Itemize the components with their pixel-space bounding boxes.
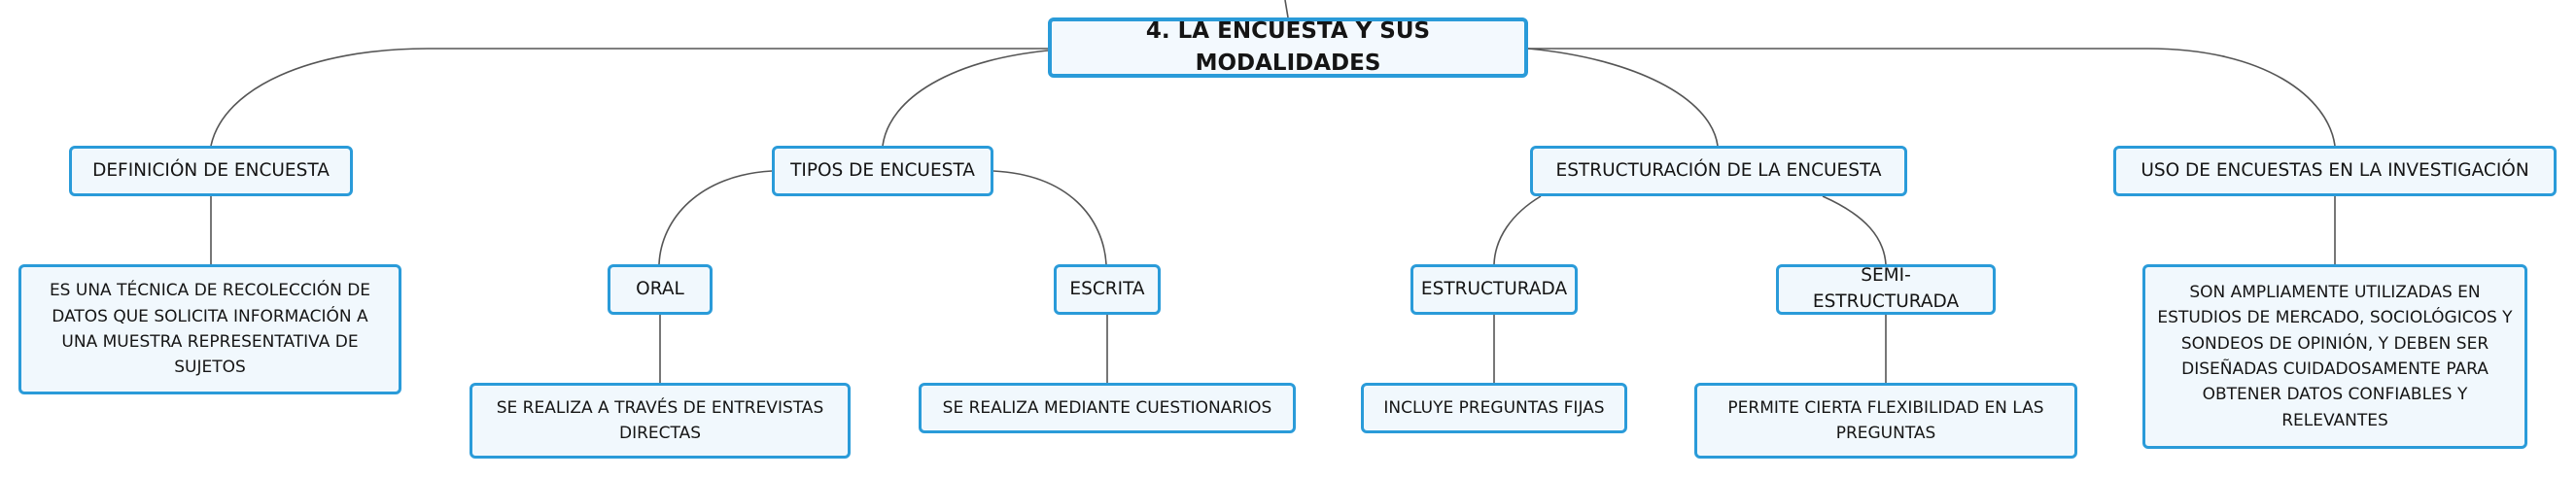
connector-root-to-parent — [1284, 0, 1289, 18]
detail-oral[interactable]: SE REALIZA A TRAVÉS DE ENTREVISTAS DIREC… — [470, 383, 851, 459]
connector-estructuracion-to-estructurada — [1493, 195, 1542, 265]
detail-semi-estructurada[interactable]: PERMITE CIERTA FLEXIBILIDAD EN LAS PREGU… — [1694, 383, 2077, 459]
connector-root-to-uso — [1528, 48, 2336, 147]
topic-semi-estructurada[interactable]: SEMI-ESTRUCTURADA — [1776, 264, 1996, 315]
connector-root-to-tipos — [882, 50, 1049, 147]
connector-root-to-definicion — [210, 48, 1048, 147]
topic-tipos-encuesta[interactable]: TIPOS DE ENCUESTA — [772, 146, 993, 196]
connector-tipos-to-oral — [658, 170, 773, 265]
root-topic[interactable]: 4. LA ENCUESTA Y SUS MODALIDADES — [1048, 17, 1528, 78]
connector-estructuracion-to-semi — [1822, 195, 1887, 265]
topic-definicion-encuesta[interactable]: DEFINICIÓN DE ENCUESTA — [69, 146, 353, 196]
connector-root-to-estructuracion — [1527, 48, 1719, 147]
topic-estructuracion-encuesta[interactable]: ESTRUCTURACIÓN DE LA ENCUESTA — [1530, 146, 1907, 196]
topic-oral[interactable]: ORAL — [608, 264, 713, 315]
detail-definicion-encuesta[interactable]: ES UNA TÉCNICA DE RECOLECCIÓN DE DATOS Q… — [18, 264, 401, 394]
detail-escrita[interactable]: SE REALIZA MEDIANTE CUESTIONARIOS — [919, 383, 1296, 433]
detail-uso-encuestas[interactable]: SON AMPLIAMENTE UTILIZADAS EN ESTUDIOS D… — [2142, 264, 2527, 449]
topic-uso-encuestas[interactable]: USO DE ENCUESTAS EN LA INVESTIGACIÓN — [2113, 146, 2557, 196]
detail-estructurada[interactable]: INCLUYE PREGUNTAS FIJAS — [1361, 383, 1627, 433]
topic-estructurada[interactable]: ESTRUCTURADA — [1410, 264, 1578, 315]
topic-escrita[interactable]: ESCRITA — [1054, 264, 1161, 315]
connector-tipos-to-escrita — [992, 170, 1107, 265]
